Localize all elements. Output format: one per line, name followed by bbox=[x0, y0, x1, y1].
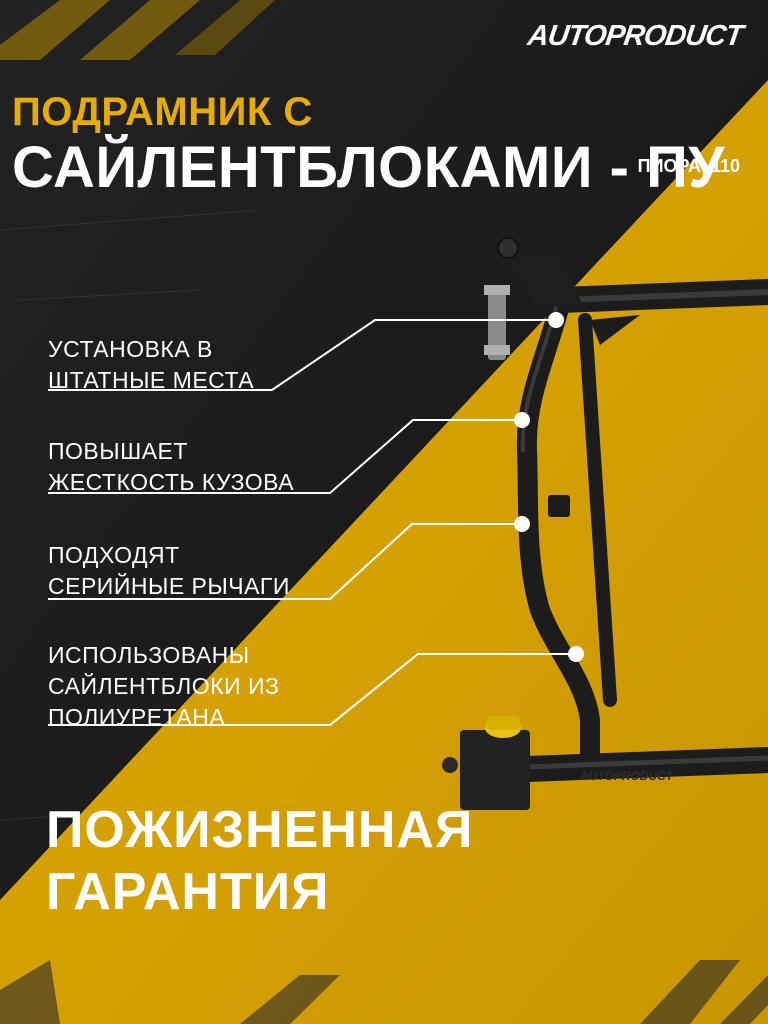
feature-line: ПОЛИУРЕТАНА bbox=[48, 704, 226, 730]
yellow-diagonal-band bbox=[0, 80, 768, 1024]
feature-line: ПОДХОДЯТ bbox=[48, 542, 180, 568]
brand-logo: AUTOPRODUCT bbox=[525, 20, 745, 52]
feature-stiffness: ПОВЫШАЕТ ЖЕСТКОСТЬ КУЗОВА bbox=[48, 436, 294, 498]
title-line-2: САЙЛЕНТБЛОКАМИ - ПУ bbox=[12, 135, 725, 200]
hazard-stripes-icon bbox=[0, 0, 275, 60]
feature-line: ЖЕСТКОСТЬ КУЗОВА bbox=[48, 469, 295, 495]
guarantee-line-1: ПОЖИЗНЕННАЯ bbox=[46, 801, 474, 859]
feature-line: ПОВЫШАЕТ bbox=[48, 438, 188, 464]
feature-installation: УСТАНОВКА В ШТАТНЫЕ МЕСТА bbox=[48, 334, 254, 396]
feature-line: ШТАТНЫЕ МЕСТА bbox=[48, 367, 255, 393]
feature-line: САЙЛЕНТБЛОКИ ИЗ bbox=[48, 673, 280, 699]
feature-polyurethane: ИСПОЛЬЗОВАНЫ САЙЛЕНТБЛОКИ ИЗ ПОЛИУРЕТАНА bbox=[48, 640, 279, 733]
feature-line: ИСПОЛЬЗОВАНЫ bbox=[48, 642, 250, 668]
feature-line: СЕРИЙНЫЕ РЫЧАГИ bbox=[48, 573, 290, 599]
callout-lines bbox=[48, 319, 576, 726]
model-subtitle: ПИОРА, 110 bbox=[637, 156, 740, 176]
callout-dots bbox=[514, 312, 584, 662]
title-line-1: ПОДРАМНИК С bbox=[12, 90, 313, 134]
feature-compatible-arms: ПОДХОДЯТ СЕРИЙНЫЕ РЫЧАГИ bbox=[48, 540, 290, 602]
guarantee-line-2: ГАРАНТИЯ bbox=[46, 863, 330, 921]
hazard-stripes-bottom-icon bbox=[0, 960, 768, 1024]
feature-line: УСТАНОВКА В bbox=[48, 336, 213, 362]
svg-text:AUTOPRODUCT: AUTOPRODUCT bbox=[579, 769, 675, 783]
